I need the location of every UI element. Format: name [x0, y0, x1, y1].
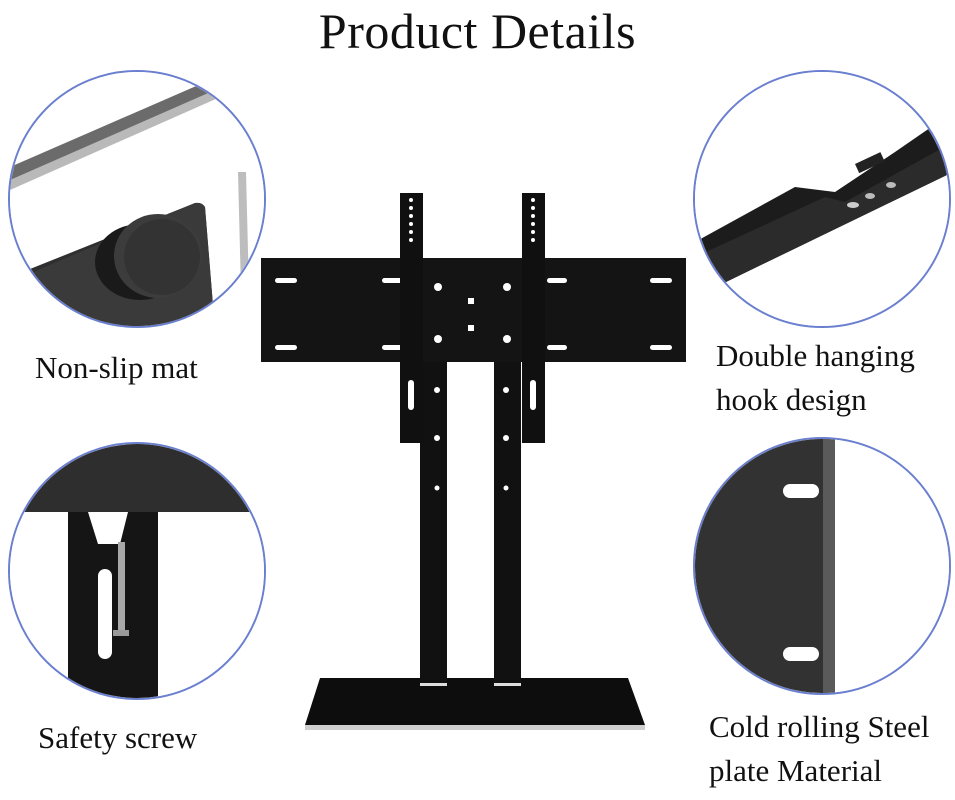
detail-circle-safety-screw — [8, 442, 266, 700]
detail-circle-non-slip-mat — [8, 70, 266, 328]
page-title: Product Details — [318, 3, 637, 59]
label-line-1: Cold rolling Steel — [709, 709, 930, 744]
label-line-2: plate Material — [709, 753, 882, 788]
hanging-hook-image — [695, 72, 949, 326]
label-line-2: hook design — [716, 382, 867, 417]
label-non-slip-mat: Non-slip mat — [35, 350, 198, 385]
label-line-1: Double hanging — [716, 338, 915, 373]
detail-circle-double-hanging-hook — [693, 70, 951, 328]
label-safety-screw: Safety screw — [38, 720, 198, 755]
label-double-hanging-hook: Double hanging hook design — [716, 334, 915, 422]
label-cold-rolling-steel: Cold rolling Steel plate Material — [709, 705, 929, 793]
